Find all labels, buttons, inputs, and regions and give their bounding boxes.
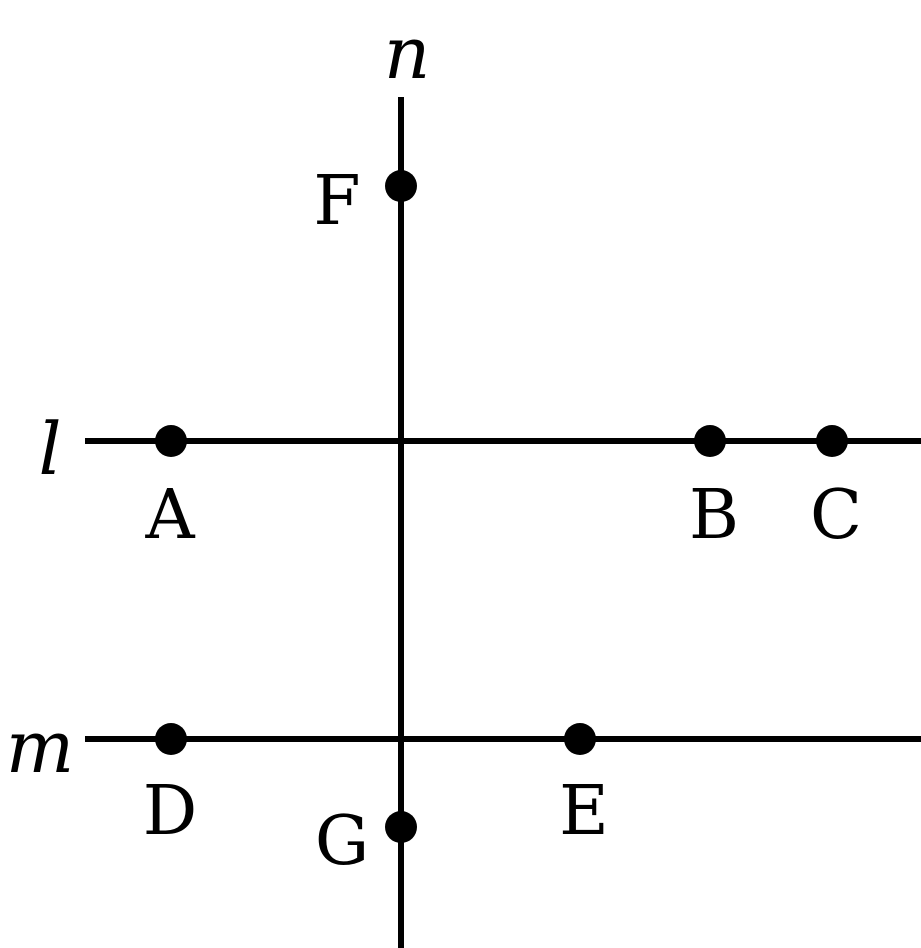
point-label-c: C	[810, 476, 862, 555]
line-label-m: m	[6, 705, 74, 789]
point-g	[385, 811, 417, 843]
point-label-d: D	[143, 772, 198, 851]
point-label-a: A	[144, 476, 195, 555]
point-e	[564, 723, 596, 755]
point-label-f: F	[313, 162, 360, 241]
line-label-l: l	[38, 407, 61, 491]
point-a	[155, 425, 187, 457]
point-label-g: G	[315, 802, 369, 881]
point-c	[816, 425, 848, 457]
point-label-e: E	[559, 772, 609, 851]
line-label-n: n	[384, 11, 430, 95]
point-f	[385, 170, 417, 202]
point-b	[694, 425, 726, 457]
point-d	[155, 723, 187, 755]
point-label-b: B	[689, 476, 739, 555]
